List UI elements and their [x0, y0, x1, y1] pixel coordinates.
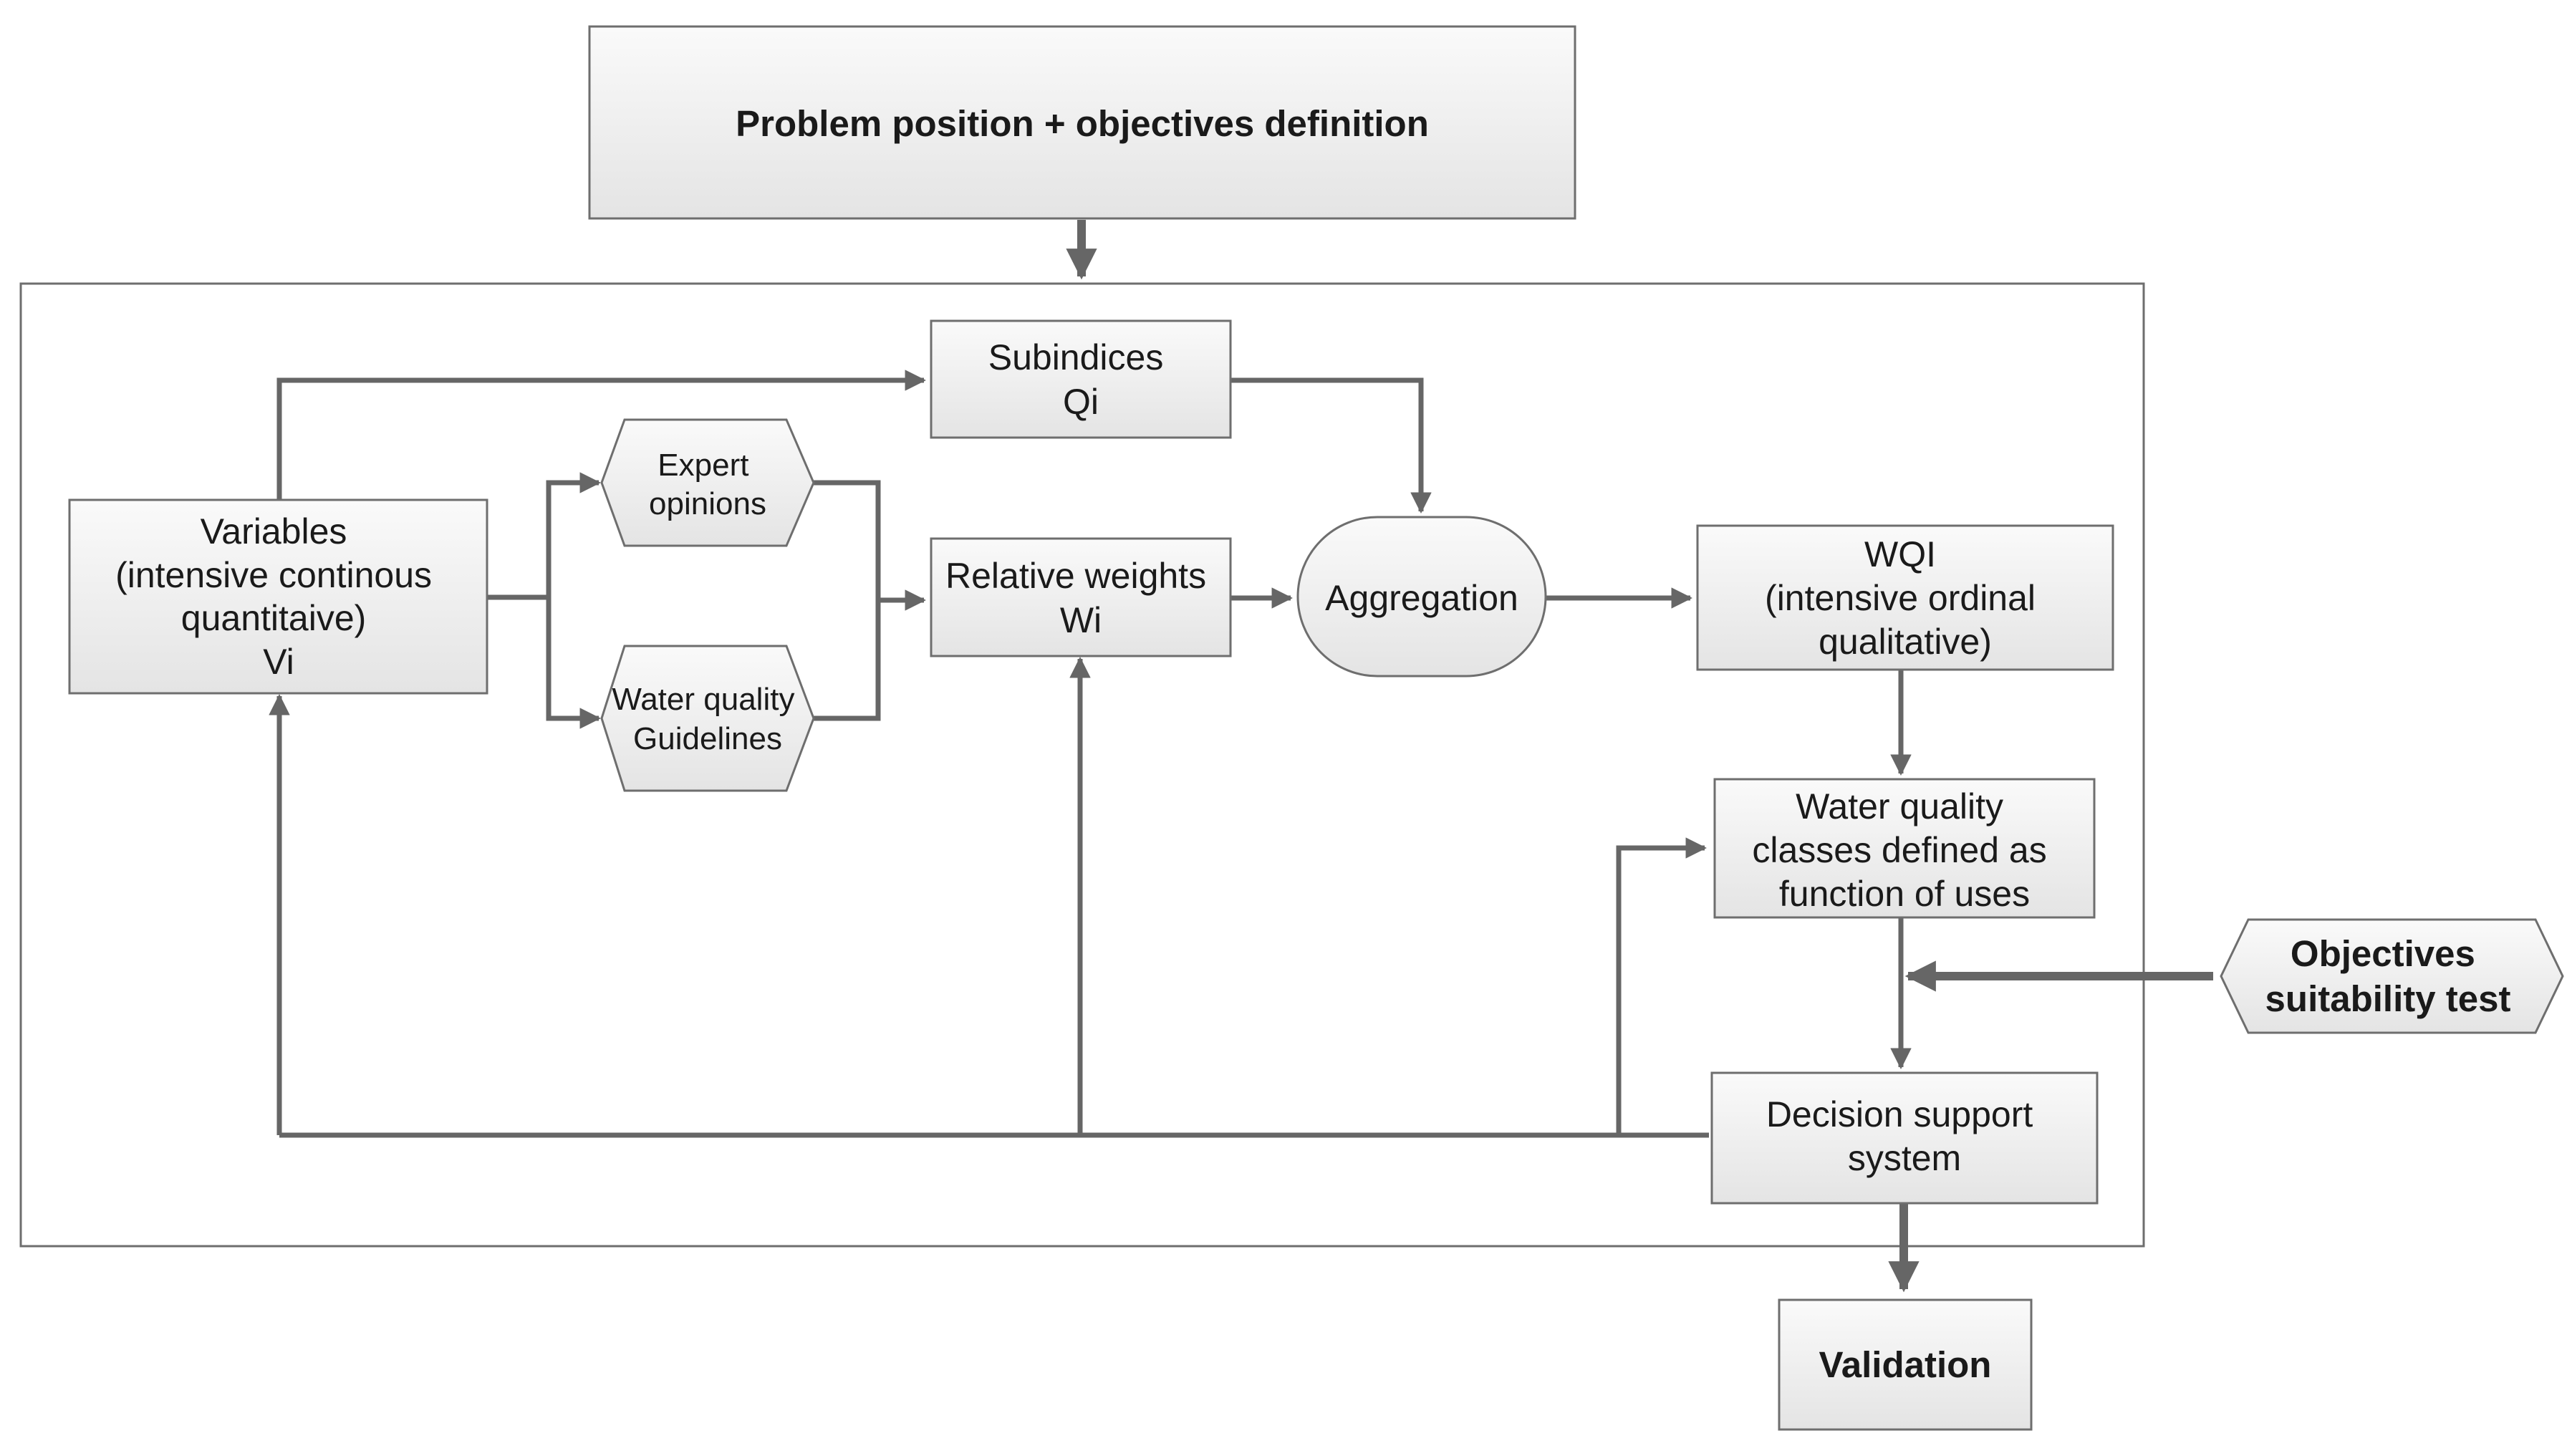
objectives-test-line1: Objectives: [2291, 933, 2475, 974]
line-expert-to-merge: [814, 480, 881, 721]
problem-definition-box: Problem position + objectives definition: [588, 25, 1576, 220]
svg-text:Subindices Qi: Subindices Qi: [988, 337, 1174, 422]
classes-line1: Water quality: [1796, 786, 2003, 826]
svg-text:Validation: Validation: [1819, 1344, 1992, 1385]
arrow-subindices-to-aggregation: [1230, 377, 1432, 514]
water-quality-classes-box: Water quality classes defined as functio…: [1713, 778, 2096, 919]
relative-weights-symbol: Wi: [1060, 600, 1102, 640]
classes-line3: function of uses: [1779, 874, 2030, 914]
wqi-box: WQI (intensive ordinal qualitative): [1696, 524, 2114, 671]
guidelines-line2: Guidelines: [633, 721, 782, 756]
wqi-type-line2: qualitative): [1819, 622, 1992, 662]
arrow-branch-to-guidelines: [546, 597, 601, 729]
svg-text:Relative weights Wi: Relative weights Wi: [945, 556, 1216, 640]
validation-box: Validation: [1778, 1298, 2033, 1431]
variables-type-line2: quantitaive): [181, 598, 367, 638]
aggregation-node: Aggregation: [1296, 516, 1547, 678]
svg-text:Objectives suitability t: Objectives suitability test: [2265, 933, 2511, 1019]
classes-line2: classes defined as: [1752, 830, 2046, 870]
svg-text:WQI (intensive ordinal: WQI (intensive ordinal qualitative): [1765, 534, 2046, 662]
svg-text:Water quality classes de: Water quality classes defined as functio…: [1752, 786, 2056, 914]
svg-text:Aggregation: Aggregation: [1325, 578, 1518, 618]
svg-text:Decision support system: Decision support system: [1766, 1094, 2043, 1178]
subindices-box: Subindices Qi: [930, 319, 1232, 439]
process-container-frame: [19, 282, 2145, 1248]
svg-text:Expert opinions: Expert opinions: [649, 448, 766, 521]
guidelines-line1: Water quality: [612, 682, 794, 717]
svg-text:Water quality Guidelines: Water quality Guidelines: [612, 682, 803, 756]
svg-text:Variables (intensive con: Variables (intensive continous quantitai…: [115, 511, 442, 682]
dss-line2: system: [1848, 1138, 1961, 1178]
subindices-symbol: Qi: [1063, 382, 1099, 422]
subindices-label: Subindices: [988, 337, 1164, 377]
validation-label: Validation: [1819, 1344, 1992, 1385]
variables-symbol: Vi: [263, 642, 294, 682]
variables-label: Variables: [201, 511, 347, 551]
decision-support-system-box: Decision support system: [1710, 1071, 2099, 1205]
connectors: [269, 220, 2213, 1293]
variables-box: Variables (intensive continous quantitai…: [68, 498, 488, 695]
problem-definition-label: Problem position + objectives definition: [736, 103, 1429, 144]
relative-weights-box: Relative weights Wi: [930, 537, 1232, 657]
arrow-variables-to-subindices: [276, 370, 926, 499]
expert-opinions-line2: opinions: [649, 486, 766, 521]
wqi-label: WQI: [1864, 534, 1936, 574]
dss-line1: Decision support: [1766, 1094, 2033, 1134]
objectives-test-line2: suitability test: [2265, 978, 2511, 1019]
arrow-feedback-to-classes: [1616, 837, 1707, 1135]
variables-type-line1: (intensive continous: [115, 555, 432, 595]
objectives-suitability-test-hexagon: Objectives suitability test: [2220, 918, 2564, 1034]
arrow-branch-to-expert: [546, 472, 601, 718]
aggregation-label: Aggregation: [1325, 578, 1518, 618]
expert-opinions-line1: Expert: [658, 448, 748, 483]
expert-opinions-hexagon: Expert opinions: [600, 418, 815, 547]
svg-text:Problem position + objectives: Problem position + objectives definition: [736, 103, 1429, 144]
wqi-type-line1: (intensive ordinal: [1765, 578, 2036, 618]
relative-weights-label: Relative weights: [945, 556, 1206, 596]
water-quality-guidelines-hexagon: Water quality Guidelines: [600, 645, 815, 792]
